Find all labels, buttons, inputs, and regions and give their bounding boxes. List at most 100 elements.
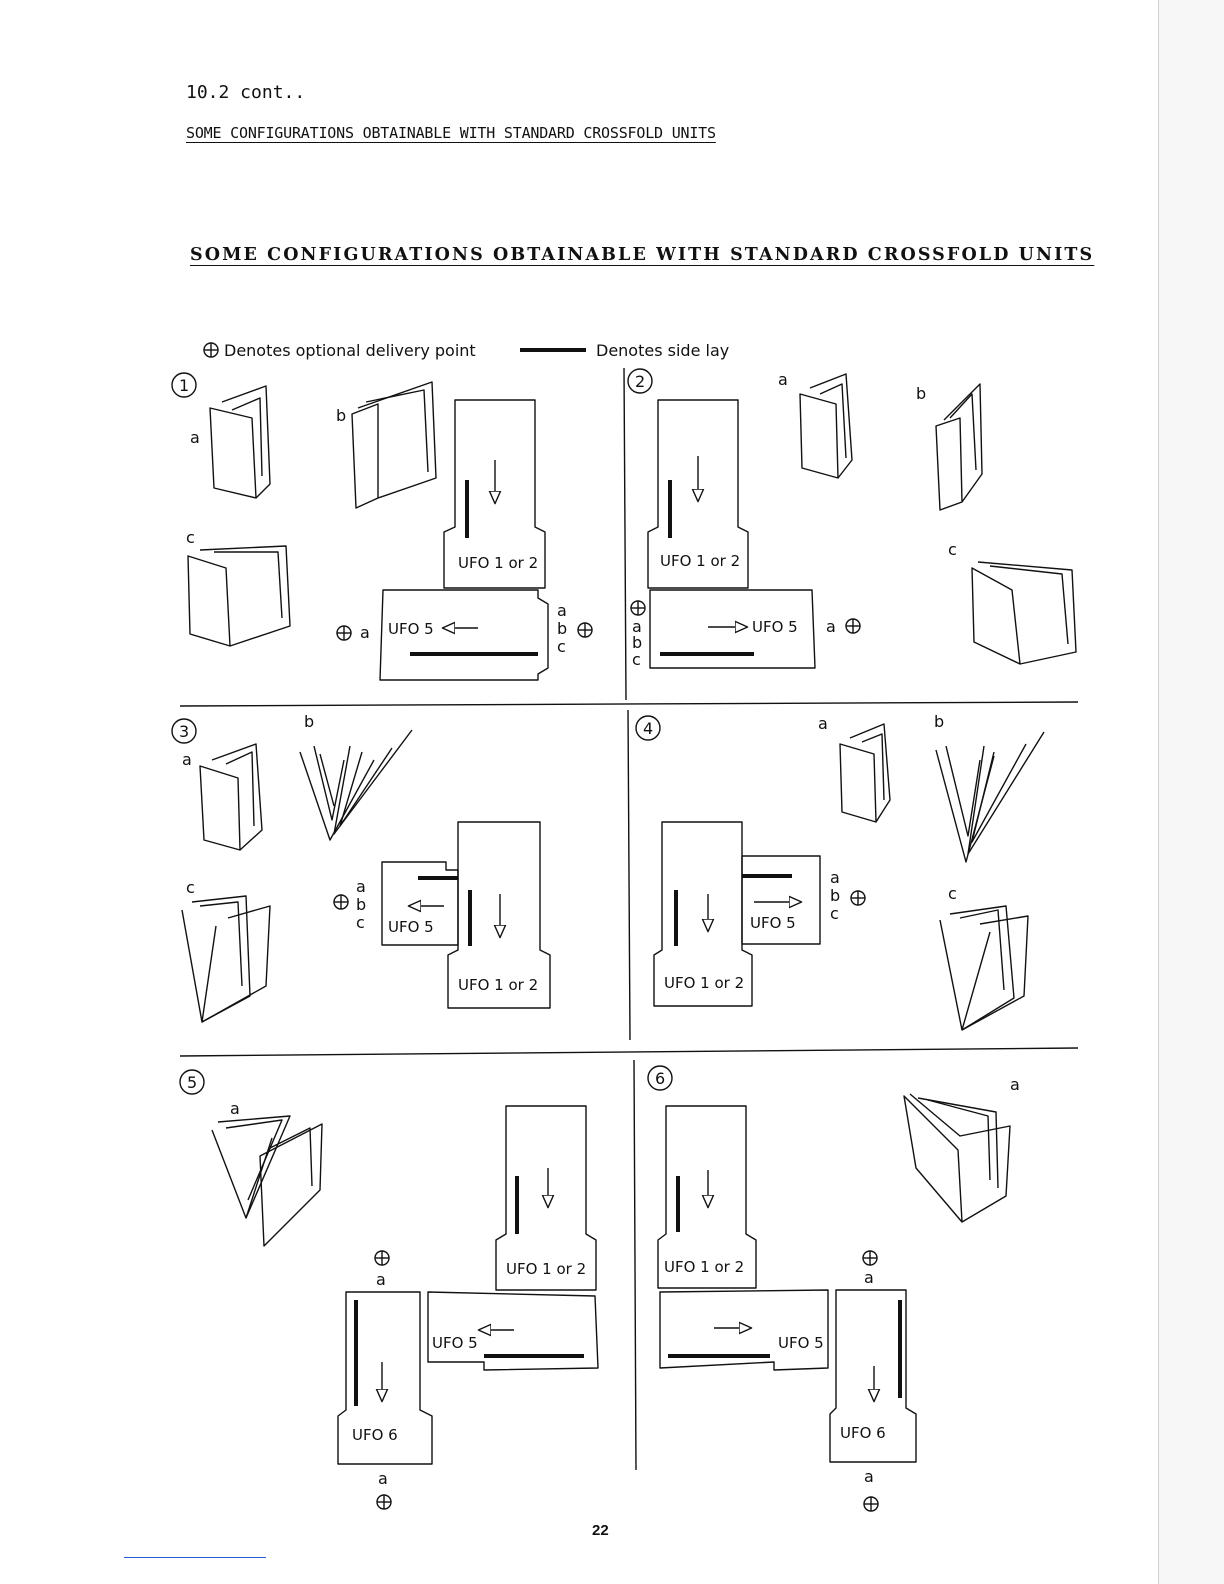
output-label-b: b	[336, 406, 346, 425]
feed-unit-outline	[443, 399, 546, 589]
page-gutter	[1158, 0, 1224, 1584]
delivery-point-icon	[203, 342, 219, 358]
folded-sheet-c	[971, 561, 1077, 665]
folded-sheet-a	[211, 1115, 323, 1247]
svg-text:UFO 5: UFO 5	[752, 618, 798, 636]
svg-text:c: c	[356, 913, 365, 932]
footer-rule	[124, 1557, 266, 1558]
svg-text:a: a	[557, 601, 567, 620]
feed-unit-outline	[657, 1105, 757, 1289]
folded-sheet-b	[935, 731, 1045, 863]
svg-text:a: a	[818, 714, 828, 733]
crossfold-unit-outline	[741, 855, 821, 945]
third-unit-outline	[337, 1291, 433, 1465]
delivery-point-icon	[577, 622, 593, 638]
svg-text:6: 6	[655, 1069, 665, 1088]
svg-text:UFO 1 or 2: UFO 1 or 2	[506, 1260, 586, 1278]
legend: Denotes optional delivery point Denotes …	[203, 341, 729, 360]
svg-text:c: c	[557, 637, 566, 656]
svg-text:1: 1	[179, 376, 189, 395]
svg-text:2: 2	[635, 372, 645, 391]
svg-text:UFO 5: UFO 5	[388, 918, 434, 936]
delivery-point-icon	[850, 890, 866, 906]
panel-3: 3 a b c UFO 1 or 2 UFO 5	[171, 712, 551, 1023]
svg-text:UFO 5: UFO 5	[778, 1334, 824, 1352]
crossfold-unit-outline	[381, 861, 459, 946]
divider-horizontal-1	[179, 701, 1079, 707]
svg-text:3: 3	[179, 722, 189, 741]
feed-unit-outline	[495, 1105, 597, 1291]
svg-text:b: b	[356, 895, 366, 914]
svg-text:a: a	[778, 370, 788, 389]
panel-6: 6 a UFO 1 or 2 UFO 5 UFO 6 a a	[647, 1065, 1020, 1512]
panel-number-1: 1	[171, 372, 197, 398]
feed-unit-outline	[647, 399, 749, 589]
crossfold-unit-outline	[659, 1289, 829, 1371]
folded-sheet-a	[839, 723, 891, 823]
svg-text:a: a	[864, 1467, 874, 1486]
svg-text:a: a	[632, 617, 642, 636]
divider-vertical-middle	[627, 709, 631, 1041]
page-title-typed: SOME CONFIGURATIONS OBTAINABLE WITH STAN…	[186, 124, 716, 142]
crossfold-unit-label: UFO 5	[388, 620, 434, 638]
svg-text:UFO 5: UFO 5	[432, 1334, 478, 1352]
svg-text:UFO 6: UFO 6	[840, 1424, 886, 1442]
panel-number-2: 2	[627, 368, 653, 394]
svg-text:a: a	[1010, 1075, 1020, 1094]
delivery-point-icon	[862, 1250, 878, 1266]
delivery-point-icon	[863, 1496, 879, 1512]
panel-number-6: 6	[647, 1065, 673, 1091]
folded-sheet-b	[935, 383, 983, 511]
svg-text:UFO 5: UFO 5	[750, 914, 796, 932]
panel-1: 1 a b c UFO 1 or 2 UFO 5	[171, 372, 593, 681]
feed-unit-label: UFO 1 or 2	[458, 554, 538, 572]
folded-sheet-a	[199, 743, 263, 851]
page-number: 22	[592, 1522, 609, 1539]
svg-text:a: a	[356, 877, 366, 896]
third-unit-outline	[829, 1289, 917, 1463]
svg-text:c: c	[948, 540, 957, 559]
crossfold-unit-outline	[427, 1291, 599, 1371]
legend-delivery-label: Denotes optional delivery point	[224, 341, 476, 360]
crossfold-unit-outline	[649, 589, 816, 669]
svg-text:4: 4	[643, 719, 653, 738]
svg-text:b: b	[557, 619, 567, 638]
svg-text:c: c	[830, 904, 839, 923]
panel-number-5: 5	[179, 1069, 205, 1095]
svg-text:a: a	[230, 1099, 240, 1118]
svg-text:5: 5	[187, 1073, 197, 1092]
svg-text:c: c	[186, 878, 195, 897]
svg-text:a: a	[376, 1270, 386, 1289]
svg-text:c: c	[948, 884, 957, 903]
svg-text:UFO 1 or 2: UFO 1 or 2	[458, 976, 538, 994]
svg-text:a: a	[182, 750, 192, 769]
delivery-point-icon	[374, 1250, 390, 1266]
svg-text:UFO 1 or 2: UFO 1 or 2	[660, 552, 740, 570]
delivery-point-icon	[630, 600, 646, 616]
svg-text:a: a	[826, 617, 836, 636]
svg-text:a: a	[360, 623, 370, 642]
svg-text:a: a	[830, 868, 840, 887]
delivery-point-icon	[376, 1494, 392, 1510]
svg-text:a: a	[378, 1469, 388, 1488]
svg-text:a: a	[864, 1268, 874, 1287]
folded-sheet-a	[209, 385, 271, 499]
legend-sidelay-label: Denotes side lay	[596, 341, 729, 360]
divider-vertical-top	[623, 367, 627, 701]
svg-text:c: c	[632, 650, 641, 669]
folded-sheet-a	[799, 373, 853, 479]
svg-text:UFO 1 or 2: UFO 1 or 2	[664, 1258, 744, 1276]
folded-sheet-b	[351, 381, 437, 509]
panel-number-4: 4	[635, 715, 661, 741]
panel-5: 5 a UFO 1 or 2 UFO 5 UFO 6 a a	[179, 1069, 599, 1510]
output-label-a: a	[190, 428, 200, 447]
svg-text:b: b	[830, 886, 840, 905]
figure-title: SOME CONFIGURATIONS OBTAINABLE WITH STAN…	[190, 245, 1095, 265]
svg-text:UFO 6: UFO 6	[352, 1426, 398, 1444]
panel-2: 2 a b c UFO 1 or 2 UFO 5 a b c	[627, 368, 1077, 669]
folded-sheet-a	[903, 1093, 1011, 1223]
svg-text:UFO 1 or 2: UFO 1 or 2	[664, 974, 744, 992]
svg-text:b: b	[916, 384, 926, 403]
svg-text:b: b	[934, 712, 944, 731]
